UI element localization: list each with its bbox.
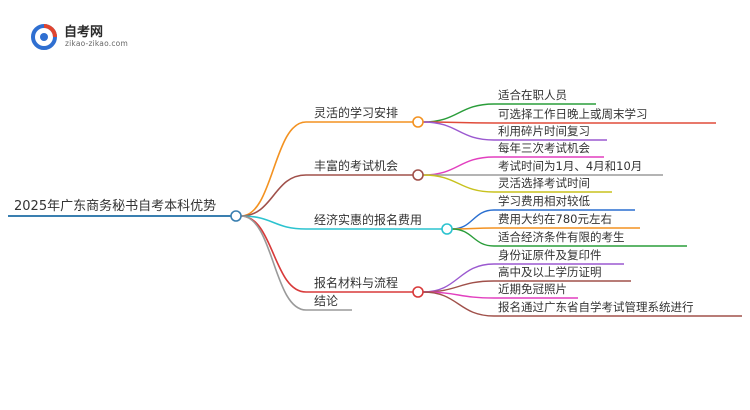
leaf-label: 利用碎片时间复习: [498, 124, 590, 138]
root-topic-label: 2025年广东商务秘书自考本科优势: [14, 199, 217, 214]
leaf-connector: [422, 121, 495, 141]
logo-mark-icon: [31, 24, 57, 50]
logo-url: zikao-zikao.com: [65, 39, 128, 48]
leaf-connector: [451, 228, 495, 247]
logo-title: 自考网: [64, 25, 104, 40]
leaf-label: 身份证原件及复印件: [498, 248, 602, 262]
branch-connector: [240, 215, 307, 293]
branch-label: 经济实惠的报名费用: [314, 213, 423, 227]
branch-label: 丰富的考试机会: [314, 159, 399, 173]
branch-node[interactable]: [441, 223, 453, 235]
branch-connector: [240, 121, 307, 217]
branch-label: 结论: [314, 294, 339, 308]
leaf-label: 灵活选择考试时间: [498, 176, 590, 190]
leaf-connector: [422, 174, 495, 193]
leaf-connector: [422, 263, 495, 293]
branch-label: 灵活的学习安排: [314, 106, 399, 120]
branch-connector: [240, 215, 307, 230]
branch-connector: [240, 174, 307, 217]
leaf-connector: [451, 209, 495, 230]
branch-node[interactable]: [412, 116, 424, 128]
branch-label: 报名材料与流程: [314, 276, 399, 290]
leaf-label: 可选择工作日晚上或周末学习: [498, 107, 648, 121]
leaf-label: 适合在职人员: [498, 88, 567, 102]
leaf-label: 高中及以上学历证明: [498, 265, 602, 279]
leaf-label: 学习费用相对较低: [498, 194, 590, 208]
leaf-connector: [422, 291, 495, 317]
site-logo[interactable]: 自考网 zikao-zikao.com: [30, 18, 170, 58]
leaf-label: 考试时间为1月、4月和10月: [498, 159, 643, 173]
leaf-label: 报名通过广东省自学考试管理系统进行: [498, 300, 694, 314]
branch-node[interactable]: [412, 169, 424, 181]
leaf-label: 每年三次考试机会: [498, 141, 590, 155]
leaf-connector: [422, 156, 495, 176]
root-node[interactable]: [230, 210, 242, 222]
leaf-connector: [422, 103, 495, 123]
branch-node[interactable]: [412, 286, 424, 298]
branch-connector: [240, 215, 307, 311]
leaf-label: 适合经济条件有限的考生: [498, 230, 625, 244]
leaf-label: 近期免冠照片: [498, 282, 567, 296]
leaf-label: 费用大约在780元左右: [498, 212, 612, 226]
